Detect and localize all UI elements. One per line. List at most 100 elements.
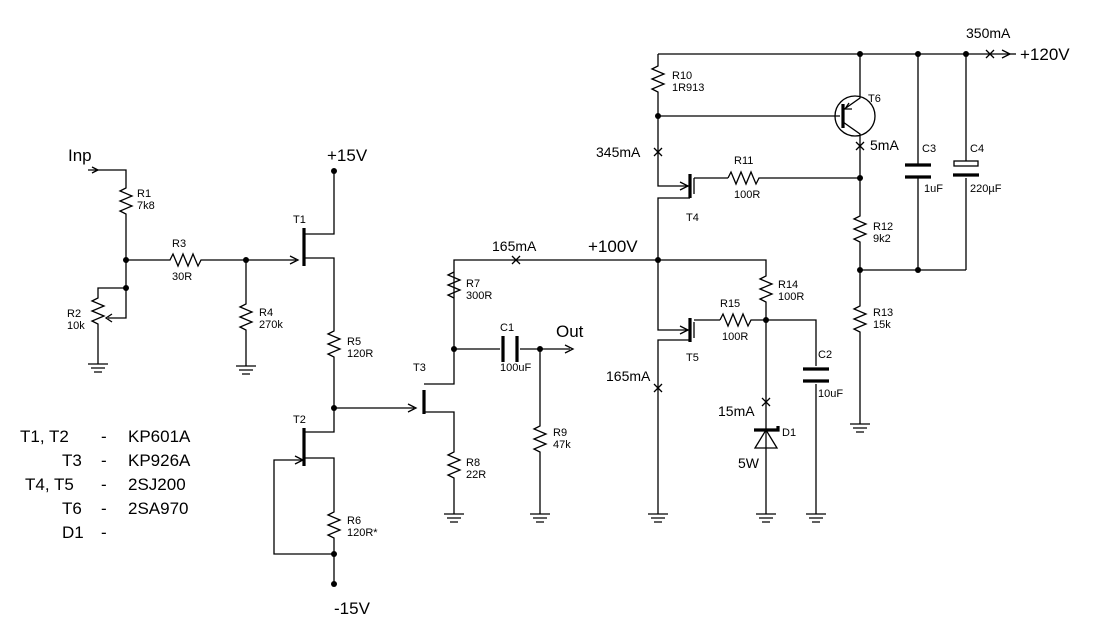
r12-ref: R12 [873,221,893,233]
r5-ref: R5 [347,336,361,348]
current-15ma: 15mA [718,403,755,419]
t2-gate-wire [273,459,334,555]
t5-drain-wire [657,339,690,514]
t6-emitter [842,54,861,111]
current-350ma: 350mA [966,25,1011,41]
r6-ref: R6 [347,515,361,527]
t1-ref: T1 [293,214,306,226]
legend-type: KP926A [128,451,191,470]
resistor-r9 [532,349,548,514]
rail-node-m15 [331,581,337,587]
legend-type: 2SJ200 [128,475,186,494]
r12-value: 9k2 [873,233,891,245]
output-arrow [564,344,575,354]
current-marker [653,147,663,157]
legend-type: 2SA970 [128,499,189,518]
c4-ref: C4 [970,143,984,155]
ground-symbol [850,423,870,433]
r1-ref: R1 [137,188,151,200]
t5-arrow [679,325,690,335]
r11-value: 100R [734,189,760,201]
capacitor-c3 [905,163,931,179]
r9-value: 47k [553,439,571,451]
resistor-r14 [658,259,774,514]
t6-ref: T6 [868,93,881,105]
resistor-r1 [118,182,134,260]
rail-label-m15: -15V [334,599,371,618]
potentiometer-r2 [90,260,127,364]
ground-symbol [236,365,256,375]
current-345ma: 345mA [596,144,641,160]
current-5ma: 5mA [870,137,899,153]
legend-dash: - [101,499,107,518]
c2-value: 10uF [818,388,843,400]
resistor-r15 [719,312,766,328]
ground-symbol [88,363,108,373]
legend-dash: - [101,523,107,542]
legend-parts: T3 [62,451,82,470]
r15-value: 100R [722,331,748,343]
c2-ref: C2 [818,349,832,361]
t3-gate-arrow [407,403,418,413]
ground-symbol [444,513,464,523]
current-marker [511,255,521,265]
legend-parts: D1 [62,523,84,542]
c1-value: 100uF [500,362,531,374]
output-label: Out [556,322,584,341]
zener-d1-bar [754,426,780,432]
t2-gate-arrow [294,455,305,465]
ground-symbol [756,513,776,523]
t6-collector [842,121,861,180]
t2-drain-wire [304,408,335,433]
legend-parts: T1, T2 [20,427,69,446]
legend-parts: T6 [62,499,82,518]
r10-value: 1R913 [672,82,704,94]
resistor-r10 [650,54,666,172]
r8-value: 22R [466,469,486,481]
ground-symbol [530,513,550,523]
t1-gate-arrow [289,255,300,265]
d1-ref: D1 [782,427,796,439]
r5-value: 120R [347,348,373,360]
input-stage: Inp R1 7k8 R2 10k R3 30R R4 270k [67,146,300,375]
r4-ref: R4 [259,307,273,319]
r14-ref: R14 [778,279,798,291]
r8-ref: R8 [466,457,480,469]
junction [331,551,337,557]
ground-symbol [648,513,668,523]
legend-type: KP601A [128,427,191,446]
input-arrow [91,166,100,174]
parts-legend: T1, T2 - KP601A T3 - KP926A T4, T5 - 2SJ… [20,427,191,542]
c3-value: 1uF [924,183,943,195]
r10-ref: R10 [672,70,692,82]
r1-value: 7k8 [137,200,155,212]
resistor-r7 [446,271,462,299]
input-wire [88,169,127,182]
capacitor-c1 [501,336,519,362]
resistor-r5 [304,257,342,408]
resistor-r13 [852,270,868,424]
rail-label-p15: +15V [327,146,368,165]
resistor-r4 [238,260,254,366]
r7-ref: R7 [466,278,480,290]
r15-ref: R15 [720,298,740,310]
r3-ref: R3 [172,238,186,250]
capacitor-c2 [803,367,829,383]
r9-ref: R9 [553,427,567,439]
r3-value: 30R [172,271,192,283]
legend-dash: - [101,451,107,470]
rail-label-p120: +120V [1020,45,1070,64]
legend-dash: - [101,427,107,446]
t4-ref: T4 [686,212,699,224]
t3-ref: T3 [413,362,426,374]
t5-ref: T5 [686,352,699,364]
current-marker [761,397,771,407]
current-marker [653,383,663,393]
r2-ref: R2 [67,308,81,320]
r13-ref: R13 [873,307,893,319]
r4-value: 270k [259,319,283,331]
r11-ref: R11 [734,155,753,167]
current-marker [855,141,865,151]
legend-dash: - [101,475,107,494]
